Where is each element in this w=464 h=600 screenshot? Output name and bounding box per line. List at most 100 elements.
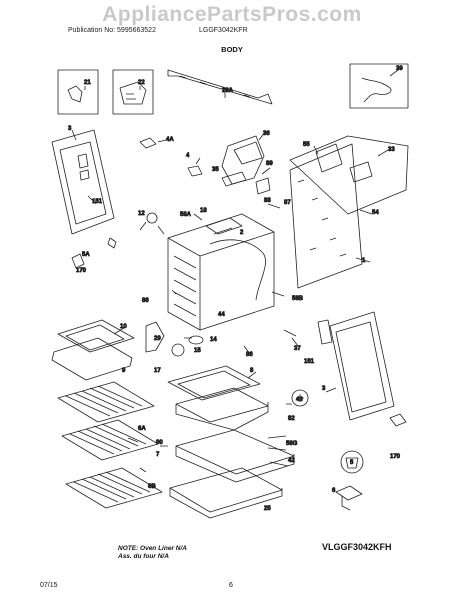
callout-58b: 58B [292, 296, 304, 302]
callout-90: 90 [156, 440, 163, 446]
callout-12: 12 [138, 211, 145, 217]
part-151-right-clip [317, 319, 333, 345]
part-29-element-cover [145, 321, 165, 353]
callout-3-right: 3 [322, 386, 326, 392]
part-35-bracket [221, 171, 247, 187]
callout-25: 25 [264, 506, 271, 512]
part-4a-clip [139, 137, 157, 149]
part-37-rod [283, 329, 297, 337]
callout-35: 35 [212, 167, 219, 173]
callout-82: 82 [288, 416, 295, 422]
note-line-1: NOTE: Oven Liner N/A [118, 545, 187, 552]
part-26a-top-rail [167, 69, 273, 105]
callout-151-right: 151 [304, 359, 315, 365]
callout-43: 43 [296, 397, 303, 403]
back-panel-holes [297, 179, 347, 257]
callout-87: 87 [284, 200, 291, 206]
part-18-vent [205, 217, 243, 235]
callout-9: 9 [122, 368, 126, 374]
callout-4: 4 [186, 153, 190, 159]
part-43-screw [296, 394, 304, 402]
callout-26a: 26A [222, 88, 234, 94]
part-5-leg-callout [340, 450, 364, 474]
publication-number: Publication No: 5995663522 [68, 27, 156, 34]
part-5-leveling-leg [345, 457, 359, 469]
part-43-screw-callout [291, 389, 309, 407]
callout-1: 1 [362, 258, 366, 264]
callout-10: 10 [120, 324, 127, 330]
part-22-bracket [119, 81, 147, 105]
part-89-bracket [255, 177, 271, 195]
callout-6: 6 [332, 488, 336, 494]
callout-151-left: 151 [92, 199, 103, 205]
part-170-screw [71, 253, 85, 269]
part-39-wire-harness [361, 77, 392, 103]
callout-54: 54 [372, 210, 379, 216]
part-170-bracket [389, 413, 407, 427]
callout-21: 21 [84, 80, 91, 86]
inset-box-22 [112, 69, 154, 115]
callout-58g: 58G [286, 441, 298, 447]
note-line-2: Ass. du four N/A [118, 553, 169, 560]
part-12-leader [139, 221, 165, 235]
part-14-bulb [188, 335, 204, 345]
oven-liner-note: NOTE: Oven Liner N/A Ass. du four N/A [118, 545, 187, 561]
part-25-drawer-bottom [169, 467, 283, 519]
callout-33: 33 [388, 147, 395, 153]
part-55-back-bracket [315, 143, 373, 183]
part-3-left-side-panel [51, 129, 115, 235]
callout-86-left: 86 [142, 298, 149, 304]
callout-44: 44 [218, 312, 225, 318]
callout-42: 42 [288, 458, 295, 464]
callout-36: 36 [263, 131, 270, 137]
callout-37: 37 [294, 346, 301, 352]
part-36-burner-box [221, 135, 265, 185]
callout-86-right: 86 [246, 352, 253, 358]
part-15-lamp [171, 343, 185, 357]
callout-6a: 6A [138, 426, 146, 432]
callout-29: 29 [154, 336, 161, 342]
diagram-code: VLGGF3042KFH [322, 542, 392, 552]
callout-3-left: 3 [68, 126, 72, 132]
part-6b-rack [65, 467, 163, 509]
inset-box-39 [349, 63, 409, 109]
callout-170-right: 170 [390, 454, 401, 460]
callout-22: 22 [138, 80, 145, 86]
section-title: BODY [221, 45, 243, 54]
part-58a-insulation [209, 239, 266, 301]
part-33-back-cover [289, 135, 409, 215]
footer-date: 07/15 [40, 582, 58, 589]
callout-58a: 58A [180, 212, 192, 218]
watermark: AppliancePartsPros.com [102, 3, 362, 26]
callout-39: 39 [396, 66, 403, 72]
callout-5a: 5A [82, 252, 90, 258]
callout-55: 55 [303, 142, 310, 148]
part-3-right-side-panel [329, 311, 395, 421]
part-8-door-frame [167, 365, 261, 401]
rack-upper [57, 381, 155, 423]
part-10-broiler-insert [57, 319, 135, 353]
part-6a-rack [61, 419, 159, 461]
part-151-left-clip [77, 153, 90, 181]
part-5a-clip [107, 237, 117, 249]
callout-4a: 4A [166, 137, 174, 143]
callout-18: 18 [200, 208, 207, 214]
callout-170-left: 170 [76, 268, 87, 274]
oven-rack-supports [173, 255, 197, 317]
part-42-drawer-body [175, 429, 295, 483]
callout-17: 17 [154, 368, 161, 374]
callout-leader-lines [71, 69, 399, 473]
part-21-bracket [67, 85, 83, 103]
callout-8: 8 [250, 368, 254, 374]
callout-14: 14 [210, 337, 217, 343]
callout-89: 89 [266, 161, 273, 167]
callout-7: 7 [156, 452, 160, 458]
callout-2: 2 [240, 230, 244, 236]
footer-page-number: 6 [229, 582, 233, 589]
callout-5: 5 [350, 460, 354, 466]
callout-88: 88 [264, 198, 271, 204]
inset-box-21 [57, 69, 99, 115]
part-4-clip [187, 165, 203, 177]
part-9-broiler-pan [51, 337, 133, 381]
